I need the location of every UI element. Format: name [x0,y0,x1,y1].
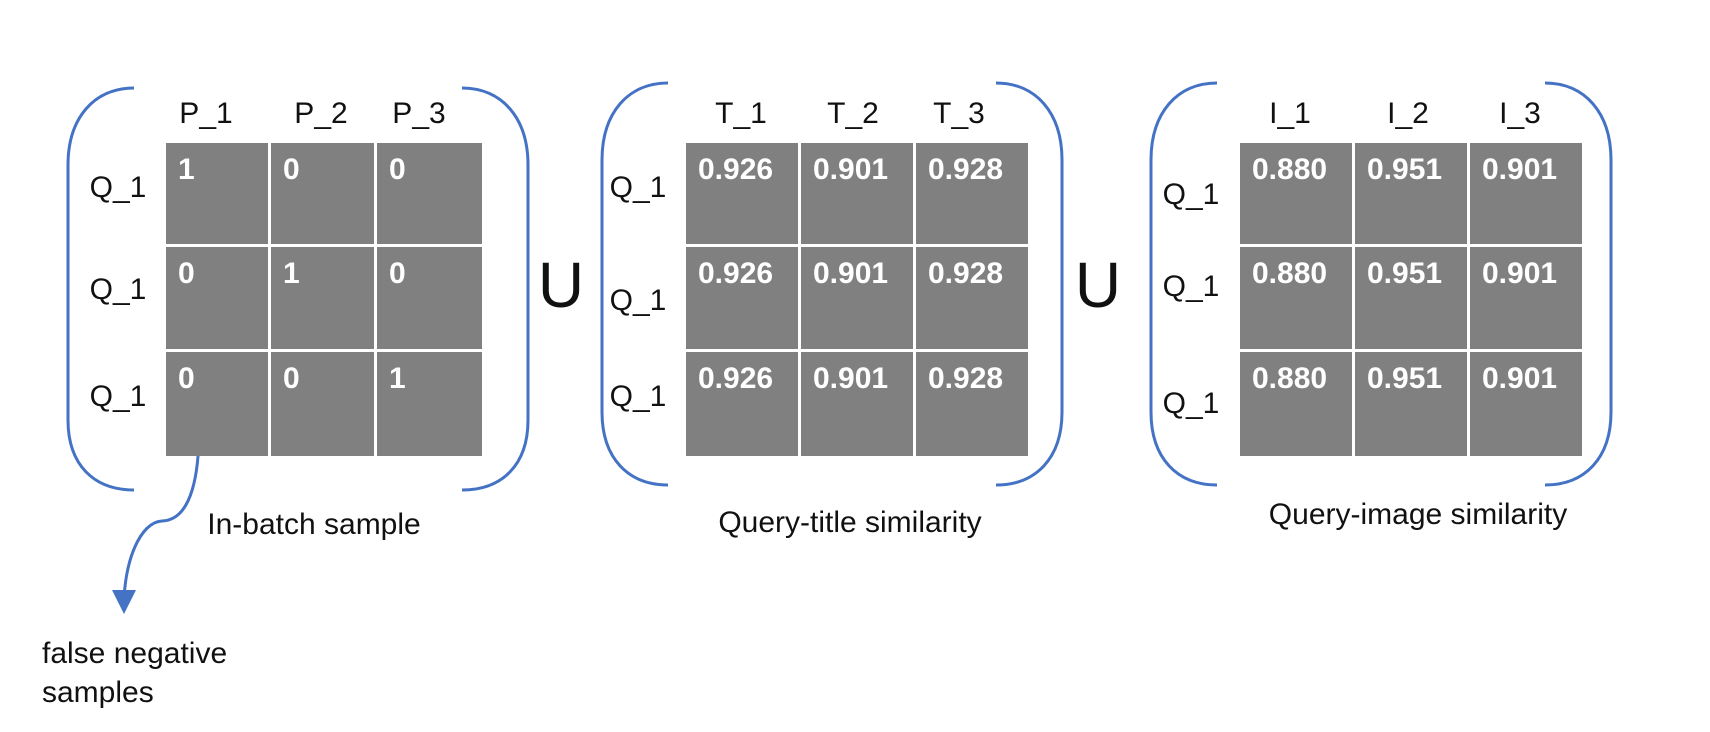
col-header: I_1 [1269,97,1311,130]
matrix-cell: 1 [166,143,268,244]
col-header: P_2 [294,97,348,130]
matrix-cell: 0.901 [801,352,913,456]
note-line: samples [42,676,154,709]
matrix-cell: 0.901 [801,247,913,349]
matrix-cell: 0.926 [686,143,798,244]
matrix-cell: 0.928 [916,143,1028,244]
matrix-cell: 0.901 [1470,352,1582,456]
matrix-cell: 1 [271,247,374,349]
matrix-cell: 0 [377,247,482,349]
matrix-cell: 0.901 [801,143,913,244]
left-bracket-query-image [1149,81,1218,487]
col-header: T_1 [715,97,767,130]
matrix-cell: 0.951 [1355,143,1467,244]
matrix-cell: 1 [377,352,482,456]
union-symbol: U [1074,249,1122,321]
false-negative-arrow [112,429,201,614]
matrix-caption: Query-image similarity [1268,498,1568,531]
row-header: Q_1 [1162,387,1220,420]
matrix-cell: 0.901 [1470,143,1582,244]
row-header: Q_1 [609,380,667,413]
matrix-cell: 0.901 [1470,247,1582,349]
matrix-caption: Query-title similarity [718,506,982,539]
row-header: Q_1 [609,284,667,317]
col-header: I_3 [1499,97,1541,130]
matrix-cell: 0.926 [686,352,798,456]
matrix-cell: 0.880 [1240,352,1352,456]
right-bracket-in-batch [461,86,530,492]
note-line: false negative [42,637,228,670]
matrix-cell: 0 [271,143,374,244]
row-header: Q_1 [89,273,147,306]
right-bracket-query-title [995,81,1064,487]
col-header: P_3 [392,97,446,130]
matrix-cell: 0.928 [916,247,1028,349]
matrix-cell: 0 [377,143,482,244]
col-header: T_2 [827,97,879,130]
row-header: Q_1 [1162,178,1220,211]
matrix-cell: 0 [166,352,268,456]
matrix-cell: 0.951 [1355,247,1467,349]
matrix-cell: 0 [166,247,268,349]
matrix-cell: 0.880 [1240,247,1352,349]
left-bracket-in-batch [66,86,135,492]
row-header: Q_1 [1162,270,1220,303]
col-header: I_2 [1387,97,1429,130]
row-header: Q_1 [609,171,667,204]
left-bracket-query-title [600,81,669,487]
false-negative-note: false negative samples [42,634,227,712]
col-header: P_1 [179,97,233,130]
matrix-grid: 0.880 0.951 0.901 0.880 0.951 0.901 0.88… [1240,143,1582,456]
matrix-cell: 0.880 [1240,143,1352,244]
matrix-cell: 0.926 [686,247,798,349]
row-header: Q_1 [89,380,147,413]
matrix-grid: 1 0 0 0 1 0 0 0 1 [166,143,482,456]
matrix-cell: 0 [271,352,374,456]
union-symbol: U [537,249,585,321]
col-header: T_3 [933,97,985,130]
right-bracket-query-image [1544,81,1613,487]
matrix-caption: In-batch sample [207,508,421,541]
row-header: Q_1 [89,171,147,204]
matrix-cell: 0.928 [916,352,1028,456]
matrix-cell: 0.951 [1355,352,1467,456]
matrix-grid: 0.926 0.901 0.928 0.926 0.901 0.928 0.92… [686,143,1028,456]
